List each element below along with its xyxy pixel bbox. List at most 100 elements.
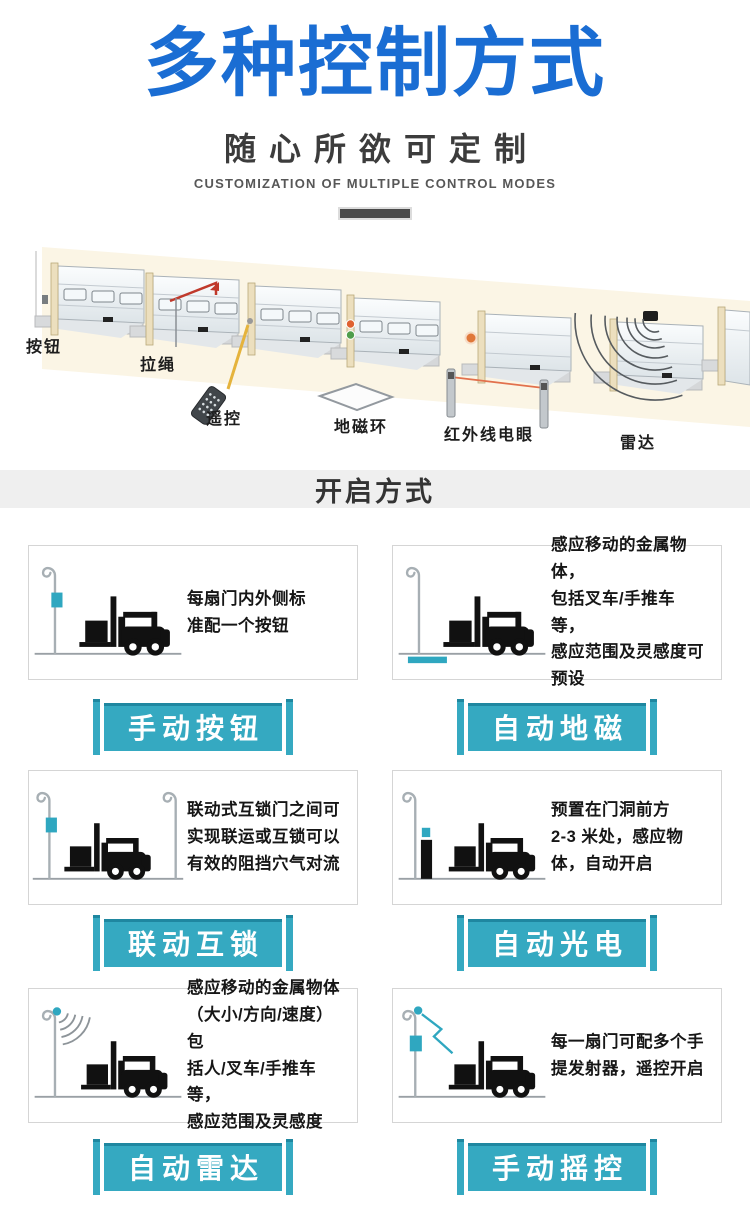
forklift-icon <box>81 1040 168 1098</box>
card-line: 感应移动的金属物体， <box>551 536 687 582</box>
remote-control-icon <box>190 386 227 425</box>
card-description: 联动式互锁门之间可 实现联运或互锁可以 有效的阻挡穴气对流 <box>187 797 357 877</box>
card-line: 感应移动的金属物体 <box>187 979 340 998</box>
banner-label: 自动地磁 <box>491 713 628 744</box>
pole-icon <box>402 1009 417 1097</box>
remote-signal-icon <box>421 1012 454 1054</box>
card-description: 每一扇门可配多个手 提发射器，遥控开启 <box>551 1029 721 1082</box>
interlock-illustration <box>29 786 187 890</box>
door-radar <box>574 311 704 401</box>
diagram-label-loop: 地磁环 <box>334 419 389 436</box>
banner-label: 联动互锁 <box>127 929 264 960</box>
ground-loop-bar-icon <box>407 656 447 663</box>
door-diagram-art <box>34 247 750 429</box>
banner-manual-button: 手动按钮 <box>93 698 293 756</box>
card-interlock: 联动式互锁门之间可 实现联运或互锁可以 有效的阻挡穴气对流 <box>28 770 358 905</box>
receiver-icon <box>409 1035 422 1051</box>
manual-remote-illustration <box>393 1004 551 1108</box>
radar-waves-icon <box>574 312 683 401</box>
infrared-beam-icon <box>450 376 545 389</box>
button-icon <box>51 592 63 607</box>
page-title: 多种控制方式 <box>143 21 606 105</box>
card-line: 感应范围及灵感度可 <box>551 643 704 662</box>
card-auto-radar: 感应移动的金属物体 （大小/方向/速度）包 括人/叉车/手推车等， 感应范围及灵… <box>28 979 358 1131</box>
remote-dot-icon <box>413 1005 423 1015</box>
pole-icon <box>405 566 421 654</box>
forklift-icon <box>79 595 170 656</box>
signal-lamp-red-icon <box>345 319 356 329</box>
page-subtitle: 随心所欲可定制 <box>223 131 539 167</box>
sensor-lamp-icon <box>421 827 431 837</box>
door-ground-loop <box>330 294 441 370</box>
door-infrared <box>446 310 572 429</box>
wall-button-icon <box>42 295 48 304</box>
radar-unit-icon <box>643 311 658 321</box>
banner-manual-remote: 手动摇控 <box>457 1138 657 1196</box>
card-line: （大小/方向/速度）包 <box>187 1006 334 1051</box>
card-line: 感应范围及灵感度 <box>187 1112 323 1131</box>
sensor-post-icon <box>420 839 433 879</box>
door-pull-rope <box>129 272 240 348</box>
auto-radar-illustration <box>29 1004 187 1108</box>
card-manual-remote: 每一扇门可配多个手 提发射器，遥控开启 <box>392 988 722 1123</box>
radar-waves-icon <box>58 1012 91 1045</box>
diagram-label-radar: 雷达 <box>620 435 657 452</box>
card-line: 准配一个按钮 <box>187 616 289 635</box>
signal-lamp-green-icon <box>345 330 356 340</box>
card-line: 实现联运或互锁可以 <box>187 828 340 847</box>
card-line: 括人/叉车/手推车等， <box>187 1059 317 1105</box>
manual-button-illustration <box>29 561 187 665</box>
forklift-icon <box>64 822 151 880</box>
diagram-label-rope: 拉绳 <box>140 357 177 374</box>
card-line: 2-3 米处，感应物 <box>551 828 684 847</box>
card-line: 有效的阻挡穴气对流 <box>187 854 340 873</box>
banner-interlock: 联动互锁 <box>93 914 293 972</box>
forklift-icon <box>448 1040 536 1098</box>
banner-label: 手动按钮 <box>127 713 264 744</box>
card-line: 预置在门洞前方 <box>551 801 670 820</box>
remote-beam-icon <box>226 324 250 390</box>
pole-icon <box>41 566 57 654</box>
card-description: 感应移动的金属物体 （大小/方向/速度）包 括人/叉车/手推车等， 感应范围及灵… <box>187 975 357 1135</box>
divider-bar <box>338 207 412 220</box>
door-button <box>34 262 145 338</box>
card-description: 预置在门洞前方 2-3 米处，感应物 体，自动开启 <box>551 797 721 877</box>
card-line: 每扇门内外侧标 <box>187 589 306 608</box>
auto-geomagnetic-illustration <box>393 561 551 665</box>
page-caption-en: CUSTOMIZATION OF MULTIPLE CONTROL MODES <box>193 176 557 191</box>
card-manual-button: 每扇门内外侧标 准配一个按钮 <box>28 545 358 680</box>
diagram-label-infrared: 红外线电眼 <box>444 427 535 444</box>
card-line: 提发射器，遥控开启 <box>551 1059 704 1078</box>
card-line: 预设 <box>551 669 585 688</box>
banner-auto-photoelectric: 自动光电 <box>457 914 657 972</box>
ground-loop-icon <box>317 382 395 412</box>
auto-photoelectric-illustration <box>393 786 551 890</box>
banner-label: 自动雷达 <box>127 1153 264 1184</box>
diagram-label-button: 按钮 <box>26 339 63 356</box>
card-auto-photoelectric: 预置在门洞前方 2-3 米处，感应物 体，自动开启 <box>392 770 722 905</box>
section-title: 开启方式 <box>315 476 435 507</box>
card-description: 感应移动的金属物体， 包括叉车/手推车等， 感应范围及灵感度可 预设 <box>551 532 721 692</box>
banner-auto-radar: 自动雷达 <box>93 1138 293 1196</box>
card-line: 体，自动开启 <box>551 854 653 873</box>
door-control-diagram: 按钮 拉绳 遥控 地磁环 红外线电眼 雷达 <box>0 243 750 460</box>
card-line: 每一扇门可配多个手 <box>551 1032 704 1051</box>
pole-icon <box>162 791 177 879</box>
photo-eye-post-icon <box>539 379 549 429</box>
banner-label: 自动光电 <box>491 929 628 960</box>
door-remote <box>231 282 342 358</box>
photo-eye-post-icon <box>446 368 456 418</box>
card-description: 每扇门内外侧标 准配一个按钮 <box>187 586 357 639</box>
forklift-icon <box>443 595 534 656</box>
banner-label: 手动摇控 <box>491 1153 628 1184</box>
banner-auto-geomagnetic: 自动地磁 <box>457 698 657 756</box>
radar-dot-icon <box>52 1006 62 1016</box>
section-header: 开启方式 <box>0 470 750 508</box>
button-icon <box>45 817 57 832</box>
rope-arm-icon <box>169 281 218 303</box>
forklift-icon <box>448 822 536 880</box>
card-line: 包括叉车/手推车等， <box>551 589 676 635</box>
card-auto-geomagnetic: 感应移动的金属物体， 包括叉车/手推车等， 感应范围及灵感度可 预设 <box>392 536 722 688</box>
pole-icon <box>402 791 417 879</box>
